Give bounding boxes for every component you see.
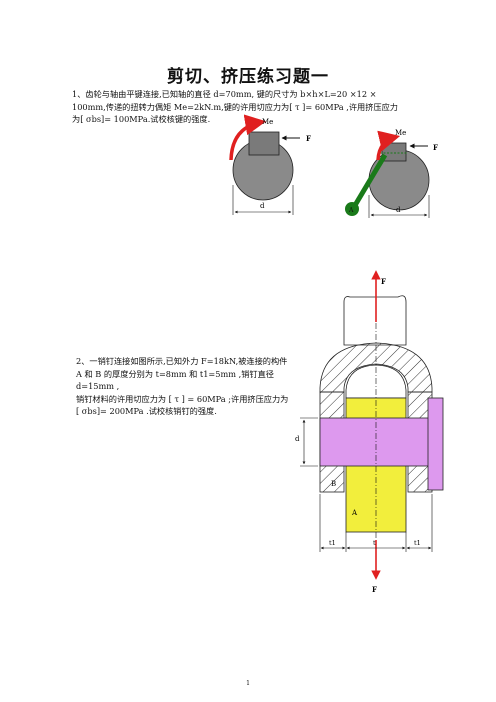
problem-2-line-3: 销钉材料的许用切应力为 [ τ ] = 60MPa ;许用挤压应力为 <box>76 393 289 404</box>
label-f-2: F <box>433 143 438 152</box>
page-number: 1 <box>246 680 250 687</box>
lever-arm <box>351 153 388 209</box>
key-rect <box>248 131 280 156</box>
figure-2-shaft-lever: A Me F d <box>345 129 438 218</box>
problem-1-text: 1、齿轮与轴由平键连接,已知轴的直径 d=70mm, 键的尺寸为 b×h×L=2… <box>72 88 432 126</box>
problem-2-line-1: 2、一销钉连接如图所示,已知外力 F=18kN,被连接的构件 <box>76 356 288 366</box>
problem-1-line-2: 100mm,传递的扭转力偶矩 Me=2kN.m,键的许用切应力为[ τ ]= 6… <box>72 101 398 112</box>
problem-1-line-3: 为[ σbs]= 100MPa.试校核键的强度. <box>72 114 211 124</box>
clevis-upper <box>319 342 433 393</box>
label-f: F <box>306 134 311 143</box>
page-title: 剪切、挤压练习题一 <box>167 67 329 87</box>
problem-1-line-1: 1、齿轮与轴由平键连接,已知轴的直径 d=70mm, 键的尺寸为 b×h×L=2… <box>72 89 377 99</box>
label-d-2: d <box>396 206 401 214</box>
label-b: B <box>331 480 336 488</box>
problem-2-text: 2、一销钉连接如图所示,已知外力 F=18kN,被连接的构件 A 和 B 的厚度… <box>76 355 302 418</box>
moment-arrow-2 <box>376 130 401 161</box>
figure-1-shaft-key: Me F d <box>229 114 311 215</box>
label-f-top: F <box>381 277 386 286</box>
clevis-right-plate <box>407 391 433 493</box>
label-t: t <box>373 539 376 547</box>
label-me-2: Me <box>395 129 406 137</box>
figure-3-pin-connection: F F d B A t1 t t1 <box>295 270 444 594</box>
problem-2-line-2: A 和 B 的厚度分别为 t=8mm 和 t1=5mm ,销钉直径 d=15mm… <box>76 368 274 392</box>
label-a-fig2: A <box>348 207 354 214</box>
label-f-bottom: F <box>372 585 377 594</box>
label-t1-left: t1 <box>329 539 336 547</box>
label-d-3: d <box>295 435 300 443</box>
label-t1-right: t1 <box>414 539 421 547</box>
rod-top <box>343 295 407 346</box>
problem-2-line-4: [ σbs]= 200MPa .试校核销钉的强度. <box>76 406 217 416</box>
key-rect-2 <box>381 142 407 162</box>
member-a <box>345 397 407 533</box>
label-d: d <box>260 202 265 210</box>
label-a: A <box>351 509 358 517</box>
shaft-circle <box>232 139 294 201</box>
pin-head <box>427 397 444 491</box>
lever-end <box>345 202 359 216</box>
shaft-circle-2 <box>368 149 430 211</box>
moment-arrow <box>229 114 267 161</box>
clevis-left-plate <box>319 391 345 493</box>
pin-body <box>319 417 431 467</box>
